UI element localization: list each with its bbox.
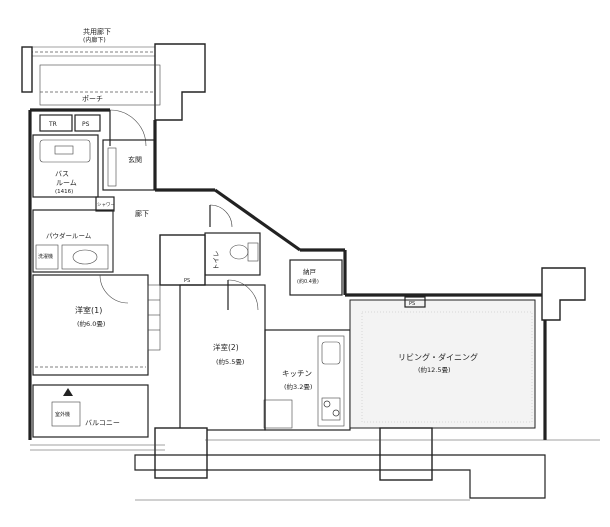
column-bottom-right bbox=[379, 427, 433, 481]
kitchen-label: キッチン bbox=[282, 369, 312, 378]
living-size-label: (約12.5畳) bbox=[418, 365, 451, 374]
hallway: 廊下 シャワー bbox=[95, 196, 233, 228]
powder-room: パウダールーム 洗濯機 bbox=[32, 209, 114, 273]
porch: ポーチ TR PS bbox=[39, 64, 161, 147]
balcony: 室外機 バルコニー bbox=[30, 384, 600, 451]
storage-room: 納戸 (約0.4畳) bbox=[289, 259, 343, 296]
western-room-2: 洋室(2) (約5.5畳) bbox=[179, 279, 293, 431]
bath-size-label: (1416) bbox=[55, 189, 73, 195]
toilet-room: トイレ bbox=[204, 232, 261, 276]
corridor-sub-label: (内廊下) bbox=[83, 36, 106, 44]
living-dining: リビング・ダイニング (約12.5畳) PS bbox=[349, 296, 536, 429]
storage-label: 納戸 bbox=[303, 267, 317, 276]
porch-label: ポーチ bbox=[82, 95, 103, 103]
balcony-label: バルコニー bbox=[85, 419, 120, 427]
western1-size-label: (約6.0畳) bbox=[77, 319, 105, 328]
washer-label: 洗濯機 bbox=[38, 253, 53, 260]
shower-label: シャワー bbox=[97, 202, 115, 208]
entrance-label: 玄関 bbox=[128, 155, 142, 164]
bath-room-label: ルーム bbox=[56, 179, 77, 187]
outer-walls bbox=[28, 108, 547, 440]
column-top-right bbox=[154, 43, 206, 121]
direction-marker bbox=[63, 388, 73, 396]
ps-top-label: PS bbox=[82, 121, 90, 128]
bottom-outline bbox=[134, 454, 546, 501]
living-label: リビング・ダイニング bbox=[398, 352, 478, 362]
column-right bbox=[541, 267, 586, 321]
ps-right-label: PS bbox=[409, 301, 415, 307]
kitchen-size-label: (約3.2畳) bbox=[284, 382, 312, 391]
outdoor-unit-label: 室外機 bbox=[55, 411, 70, 418]
powder-room-label: パウダールーム bbox=[46, 231, 92, 240]
bath-label: バス bbox=[55, 170, 69, 178]
kitchen: キッチン (約3.2畳) bbox=[264, 329, 351, 431]
western2-label: 洋室(2) bbox=[213, 342, 239, 352]
western1-label: 洋室(1) bbox=[75, 305, 102, 315]
storage-size-label: (約0.4畳) bbox=[297, 278, 319, 285]
shaft bbox=[159, 234, 206, 286]
toilet-label: トイレ bbox=[212, 251, 220, 271]
bath-room: バス ルーム (1416) bbox=[32, 134, 99, 198]
western-room-1: 洋室(1) (約6.0畳) bbox=[32, 274, 161, 376]
entrance: 玄関 bbox=[102, 139, 156, 191]
column-top-left bbox=[21, 46, 33, 93]
ps-left-label: PS bbox=[184, 278, 190, 284]
hallway-label: 廊下 bbox=[135, 209, 149, 218]
tr-label: TR bbox=[48, 121, 57, 128]
corridor-label: 共用廊下 bbox=[83, 27, 111, 36]
western2-size-label: (約5.5畳) bbox=[216, 357, 244, 366]
